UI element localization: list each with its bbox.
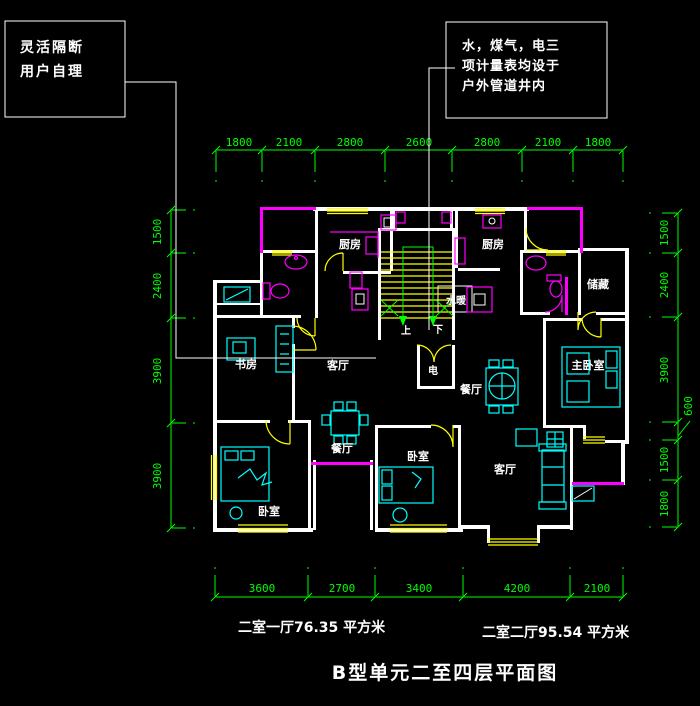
label-dining-right: 餐厅 — [459, 382, 482, 396]
dim-top-2: 2100 — [276, 136, 303, 149]
dim-top-6: 2100 — [535, 136, 562, 149]
dim-right-2: 2400 — [658, 272, 671, 299]
note-box-left: 灵活隔断 用户自理 — [4, 20, 126, 118]
dim-top-3: 2800 — [337, 136, 364, 149]
note-left-line1: 灵活隔断 — [20, 39, 84, 56]
windows — [210, 207, 605, 546]
staircase — [380, 246, 454, 326]
plumbing-fixtures — [262, 211, 563, 313]
label-bedroom-left: 卧室 — [258, 504, 280, 518]
dim-bottom-4: 4200 — [504, 582, 531, 595]
label-living-right: 客厅 — [493, 462, 516, 476]
note-box-left-frame — [4, 20, 126, 118]
dim-right-5: 1500 — [658, 447, 671, 474]
note-right-line1: 水，煤气，电三 — [462, 38, 560, 54]
dimension-labels: 1800 2100 2800 2600 2800 2100 1800 3600 … — [151, 136, 695, 595]
area-label-left-unit: 二室一厅76.35 平方米 — [238, 619, 386, 636]
label-study: 书房 — [235, 357, 257, 371]
label-storage: 储藏 — [587, 277, 609, 291]
dim-left-4: 3900 — [151, 463, 164, 490]
dim-top-7: 1800 — [585, 136, 612, 149]
note-box-right: 水，煤气，电三 项计量表均设于 户外管道井内 — [445, 21, 608, 119]
note-right-line3: 户外管道井内 — [462, 78, 546, 94]
dim-bottom-2: 2700 — [329, 582, 356, 595]
label-kitchen-left: 厨房 — [339, 237, 361, 251]
label-dining-left: 餐厅 — [330, 441, 353, 455]
dim-left-1: 1500 — [151, 219, 164, 246]
dim-top-5: 2800 — [474, 136, 501, 149]
dim-right-6: 1800 — [658, 491, 671, 518]
label-kitchen-right: 厨房 — [482, 237, 504, 251]
dim-left-3: 3900 — [151, 358, 164, 385]
dim-right-1: 1500 — [658, 220, 671, 247]
label-stair-down: 下 — [433, 324, 443, 336]
dim-right-4: 600 — [682, 396, 695, 416]
dimension-lines — [166, 145, 691, 602]
dim-bottom-1: 3600 — [249, 582, 276, 595]
note-right-line2: 项计量表均设于 — [462, 58, 560, 74]
dim-right-3: 3900 — [658, 357, 671, 384]
label-living-left: 客厅 — [326, 358, 349, 372]
label-electric-meter: 电 — [428, 364, 438, 377]
dim-top-4: 2600 — [406, 136, 433, 149]
dim-bottom-5: 2100 — [584, 582, 611, 595]
note-box-right-frame — [445, 21, 608, 119]
room-labels: 厨房 厨房 书房 客厅 餐厅 卧室 卧室 餐厅 客厅 主卧室 储藏 水暖 电 上… — [235, 237, 609, 518]
furniture — [220, 286, 621, 523]
dim-left-2: 2400 — [151, 273, 164, 300]
note-left-line2: 用户自理 — [20, 63, 84, 80]
dim-top-1: 1800 — [226, 136, 253, 149]
label-utility-shaft: 水暖 — [445, 294, 467, 307]
flexible-partitions — [260, 207, 624, 485]
walls — [213, 207, 629, 543]
area-label-right-unit: 二室二厅95.54 平方米 — [482, 624, 630, 641]
doors — [265, 227, 602, 448]
label-master-bedroom: 主卧室 — [572, 358, 605, 372]
drawing-title: B型单元二至四层平面图 — [332, 661, 558, 684]
label-stair-up: 上 — [401, 324, 411, 337]
footer-text: 二室一厅76.35 平方米 二室二厅95.54 平方米 B型单元二至四层平面图 — [238, 619, 630, 684]
dim-bottom-3: 3400 — [406, 582, 433, 595]
label-bedroom-mid: 卧室 — [407, 449, 429, 463]
